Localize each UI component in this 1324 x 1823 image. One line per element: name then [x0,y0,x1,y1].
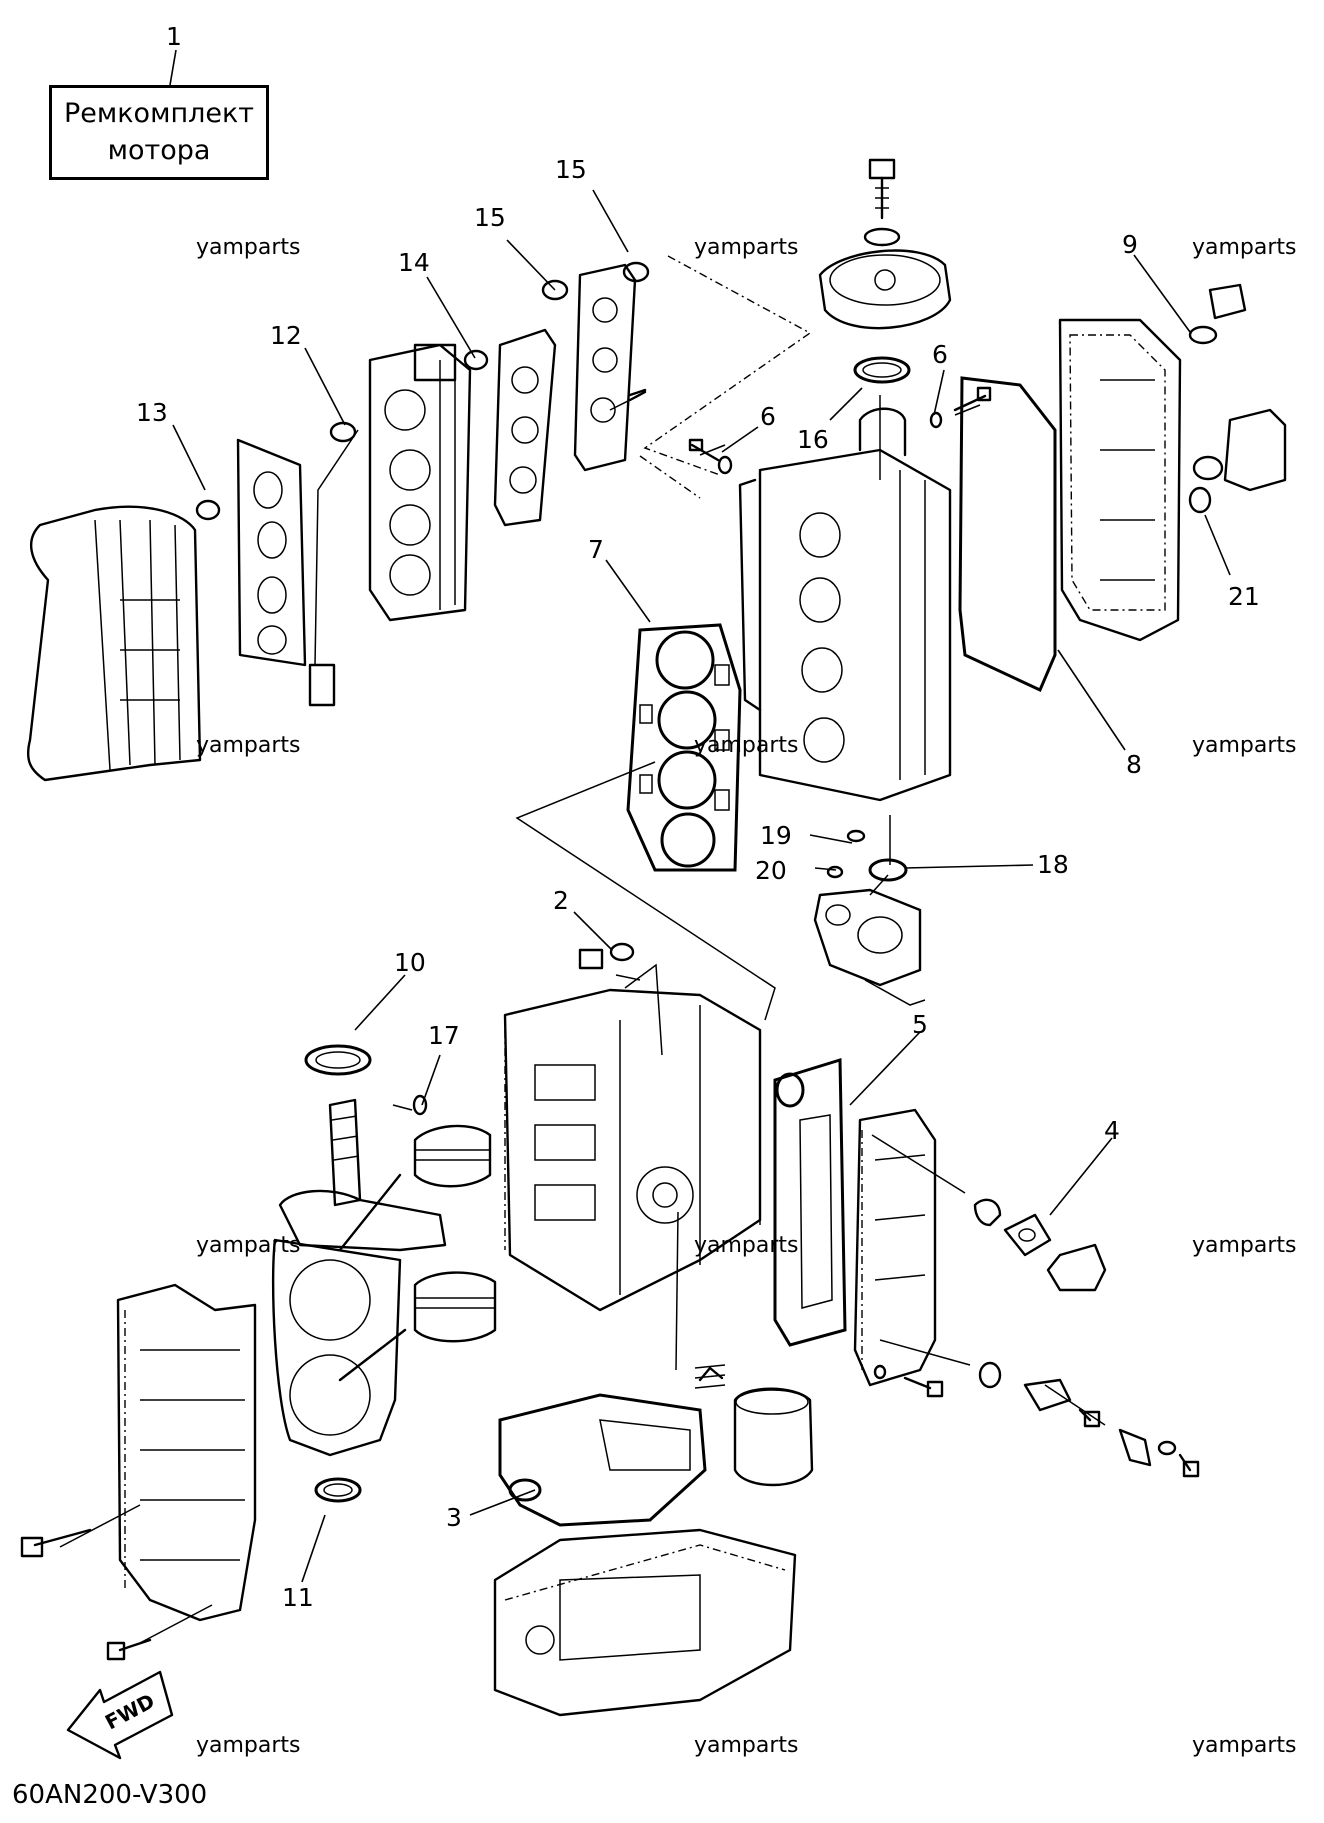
small-oring-17 [412,1094,428,1116]
watermark: yamparts [196,733,301,758]
watermark: yamparts [1192,1233,1297,1258]
crank-oil-seal-upper [304,1044,372,1076]
callout-15a: 15 [474,203,506,232]
carburetor-assembly [368,343,489,622]
kit-label-line1: Ремкомплект [63,98,254,130]
exhaust-gasket [773,1057,847,1347]
crankcase-bolts [20,1528,152,1661]
callout-11: 11 [282,1583,314,1612]
watermark: yamparts [196,235,301,260]
callout-1: 1 [166,22,182,51]
callout-20: 20 [755,856,787,885]
watermark: yamparts [1192,733,1297,758]
callout-18: 18 [1037,850,1069,879]
crank-oil-seal-top [853,356,911,384]
callout-10: 10 [394,948,426,977]
oil-pan-gasket [498,1393,707,1527]
callout-15b: 15 [555,155,587,184]
assembly-lines [59,255,1106,1644]
manifold-gaskets [493,261,650,527]
oil-filter [694,1364,814,1487]
crankcase [116,1283,257,1622]
oil-pan [493,1528,797,1717]
callout-21: 21 [1228,582,1260,611]
callout-5: 5 [912,1010,928,1039]
callout-13: 13 [136,398,168,427]
watermark: yamparts [1192,235,1297,260]
oil-filler-cap [1188,283,1247,345]
thermostat-cover [1188,408,1287,514]
crank-oil-seal-lower [314,1477,362,1503]
head-cover [1058,318,1182,642]
cylinder-head [738,407,952,802]
watermark: yamparts [694,733,799,758]
watermark: yamparts [694,1233,799,1258]
flywheel-bolt [818,158,952,330]
water-pump-housing [813,829,922,987]
watermark: yamparts [694,1733,799,1758]
head-gasket [626,623,742,872]
cylinder-block [503,988,762,1312]
part-code: 60AN200-V300 [12,1780,208,1810]
intake-gasket-plate [236,421,357,707]
callout-17: 17 [428,1021,460,1050]
callout-2: 2 [553,886,569,915]
watermark: yamparts [196,1733,301,1758]
callout-6b: 6 [932,340,948,369]
callout-4: 4 [1104,1116,1120,1145]
sensor-cover [973,1198,1107,1292]
callout-3: 3 [446,1503,462,1532]
watermark: yamparts [196,1233,301,1258]
callout-19: 19 [760,821,792,850]
drain-plug [578,942,635,970]
right-bolts-washers [873,1361,1200,1478]
exhaust-cover [26,499,221,782]
callout-8: 8 [1126,750,1142,779]
fwd-arrow-icon: FWD [66,1670,174,1760]
leader-lines [169,49,1231,1583]
callout-7: 7 [588,535,604,564]
callout-6a: 6 [760,402,776,431]
crankshaft-pistons [271,1098,497,1457]
callout-16: 16 [797,425,829,454]
exhaust-inner-cover [853,1108,937,1387]
repair-kit-box: Ремкомплект мотора [49,85,269,180]
small-orings [628,386,992,475]
head-cover-gasket [958,376,1057,693]
callout-12: 12 [270,321,302,350]
callout-9: 9 [1122,230,1138,259]
watermark: yamparts [1192,1733,1297,1758]
callout-14: 14 [398,248,430,277]
watermark: yamparts [694,235,799,260]
kit-label-line2: мотора [107,134,211,166]
